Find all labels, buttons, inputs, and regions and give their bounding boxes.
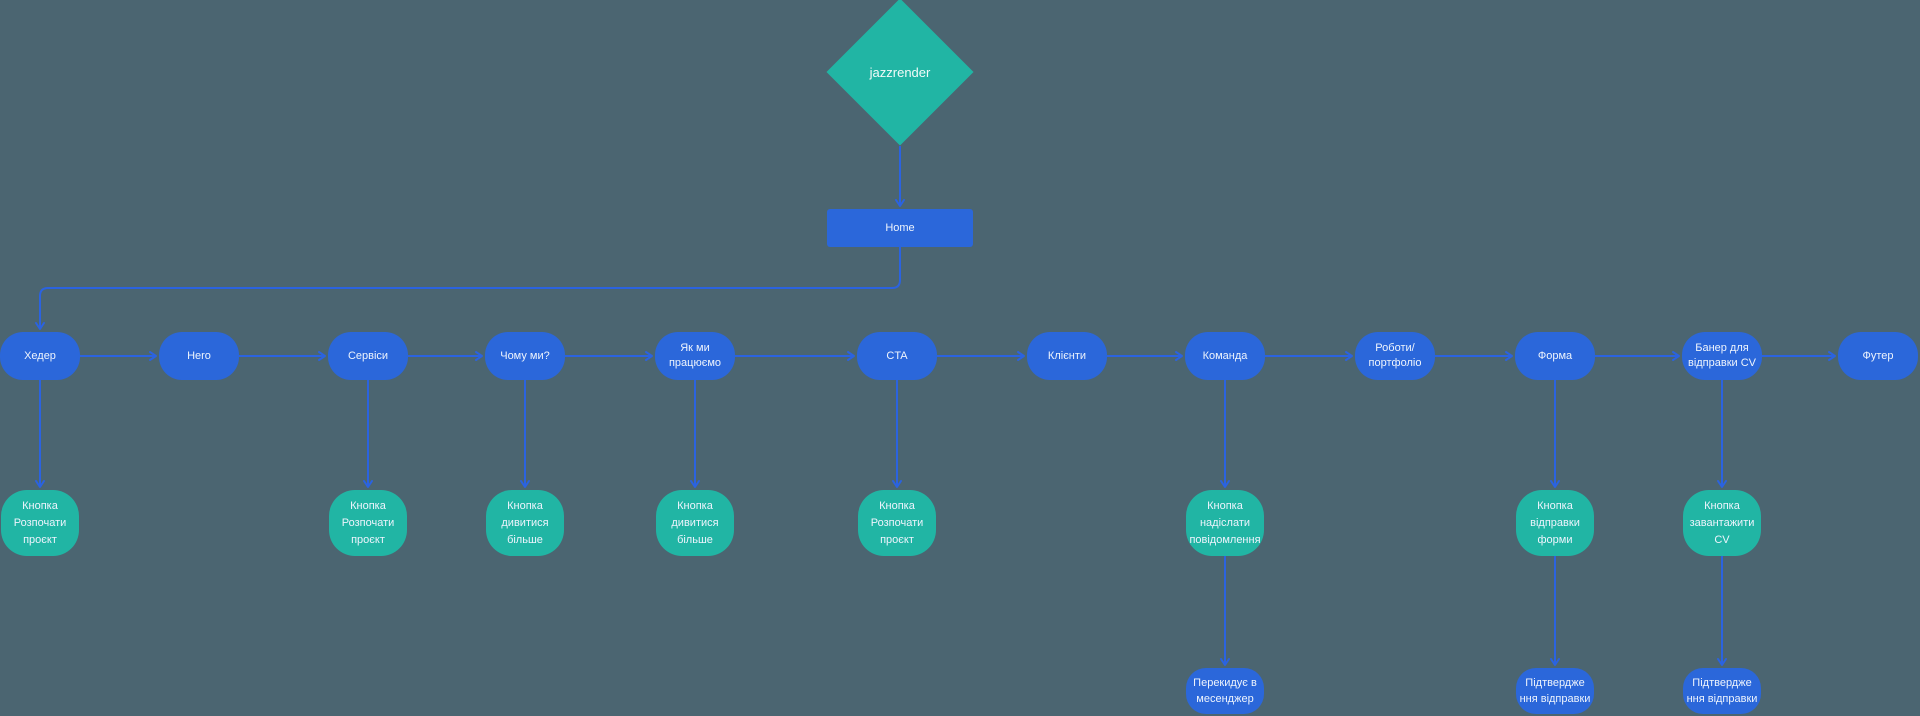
section-node-header[interactable]: Хедер [0,332,80,380]
section-label: Футер [1862,349,1894,362]
section-node-team[interactable]: Команда [1185,332,1265,380]
outcome-node-messenger[interactable]: Перекидує в месенджер [1186,668,1264,714]
button-label: Кнопка дивитися більше [671,499,719,546]
home-node[interactable]: Home [827,209,973,247]
button-label: Кнопка Розпочати проєкт [341,499,395,546]
section-label: Як ми працюємо [668,342,722,369]
section-node-why-us[interactable]: Чому ми? [485,332,565,380]
button-node-form-submit[interactable]: Кнопка відправки форми [1516,490,1594,556]
root-node-jazzrender[interactable]: jazzrender [826,0,974,146]
button-label: Кнопка надіслати повідомлення [1189,499,1261,546]
section-label: Чому ми? [500,349,550,362]
section-node-how-we-work[interactable]: Як ми працюємо [655,332,735,380]
section-node-footer[interactable]: Футер [1838,332,1918,380]
button-label: Кнопка відправки форми [1530,499,1580,546]
button-label: Кнопка дивитися більше [501,499,549,546]
button-node-download-cv[interactable]: Кнопка завантажити CV [1683,490,1761,556]
section-node-cv-banner[interactable]: Банер для відправки CV [1682,332,1762,380]
outcome-node-submit-confirm-1[interactable]: Підтвердже ння відправки [1516,668,1594,714]
button-node-start-project-1[interactable]: Кнопка Розпочати проєкт [1,490,79,556]
section-label: Форма [1537,349,1573,362]
button-node-see-more-2[interactable]: Кнопка дивитися більше [656,490,734,556]
section-label: Роботи/ портфоліо [1368,342,1422,369]
root-label: jazzrender [869,64,931,80]
section-node-cta[interactable]: CTA [857,332,937,380]
section-node-form[interactable]: Форма [1515,332,1595,380]
section-label: Банер для відправки CV [1687,342,1757,369]
section-label: Хедер [24,349,56,362]
button-node-send-message[interactable]: Кнопка надіслати повідомлення [1186,490,1264,556]
outcome-label: Перекидує в месенджер [1193,677,1257,705]
section-label: Hero [187,349,211,362]
button-label: Кнопка Розпочати проєкт [870,499,924,546]
button-node-start-project-3[interactable]: Кнопка Розпочати проєкт [858,490,936,556]
section-node-hero[interactable]: Hero [159,332,239,380]
section-node-portfolio[interactable]: Роботи/ портфоліо [1355,332,1435,380]
section-label: Команда [1202,349,1248,362]
connector-home-header [35,247,901,330]
outcome-label: Підтвердже ння відправки [1686,677,1758,705]
section-node-services[interactable]: Сервіси [328,332,408,380]
section-node-clients[interactable]: Клієнти [1027,332,1107,380]
button-node-see-more-1[interactable]: Кнопка дивитися більше [486,490,564,556]
button-label: Кнопка Розпочати проєкт [13,499,67,546]
section-label: CTA [886,349,908,362]
button-label: Кнопка завантажити CV [1689,499,1755,546]
section-label: Клієнти [1047,349,1087,362]
section-label: Сервіси [347,349,389,362]
home-label: Home [885,222,915,234]
button-node-start-project-2[interactable]: Кнопка Розпочати проєкт [329,490,407,556]
outcome-node-submit-confirm-2[interactable]: Підтвердже ння відправки [1683,668,1761,714]
outcome-label: Підтвердже ння відправки [1519,677,1591,705]
